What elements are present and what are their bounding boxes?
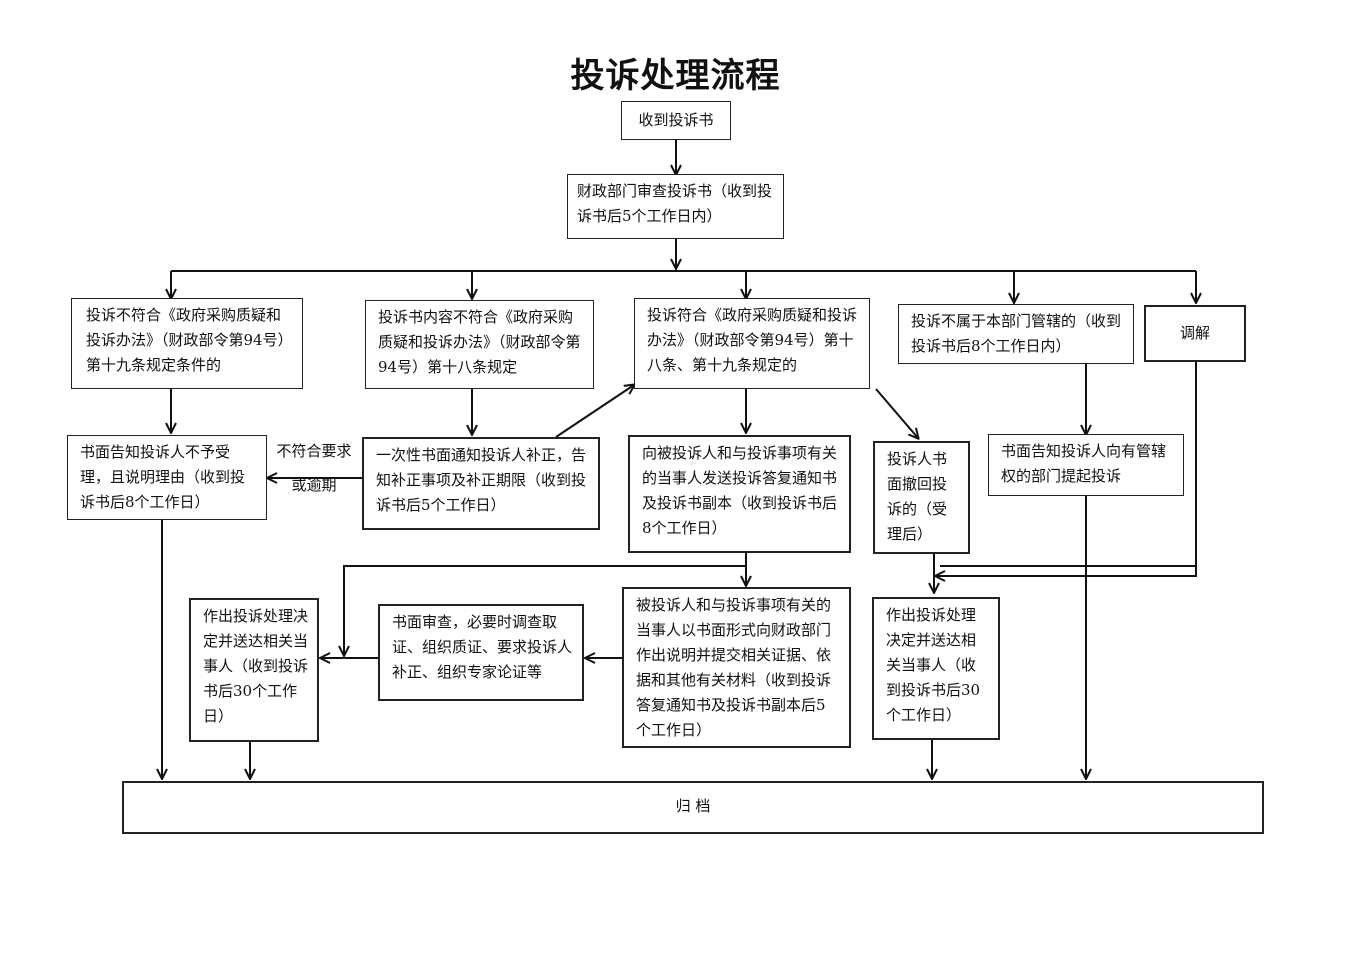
node-decision-left: 作出投诉处理决定并送达相关当事人（收到投诉书后30个工作日） (189, 598, 319, 742)
node-decision-right: 作出投诉处理决定并送达相关当事人（收到投诉书后30个工作日） (872, 597, 1000, 740)
node-correction-notice: 一次性书面通知投诉人补正，告知补正事项及补正期限（收到投诉书后5个工作日） (362, 437, 600, 530)
node-compliant: 投诉符合《政府采购质疑和投诉办法》（财政部令第94号）第十八条、第十九条规定的 (634, 298, 870, 389)
edge-label-not-meeting: 不符合要求或逾期 (276, 442, 352, 494)
node-mediation: 调解 (1144, 305, 1246, 362)
node-send-reply-notice: 向被投诉人和与投诉事项有关的当事人发送投诉答复通知书及投诉书副本（收到投诉书后8… (628, 435, 851, 553)
edge-collector-left (344, 565, 746, 655)
node-reject-notice: 书面告知投诉人不予受理，且说明理由（收到投诉书后8个工作日） (67, 435, 267, 520)
node-withdraw: 投诉人书面撤回投诉的（受理后） (873, 441, 970, 554)
node-written-review: 书面审查，必要时调查取证、组织质证、要求投诉人补正、组织专家论证等 (378, 604, 584, 701)
edge-correction-compliant (555, 385, 634, 438)
page-title: 投诉处理流程 (570, 56, 781, 96)
node-respondent-reply: 被投诉人和与投诉事项有关的当事人以书面形式向财政部门作出说明并提交相关证据、依据… (622, 587, 851, 748)
node-content-noncompliant-18: 投诉书内容不符合《政府采购质疑和投诉办法》（财政部令第94号）第十八条规定 (365, 300, 594, 389)
node-refer-notice: 书面告知投诉人向有管辖权的部门提起投诉 (988, 434, 1184, 496)
edge-compliant-withdraw (875, 388, 918, 438)
node-not-jurisdiction: 投诉不属于本部门管辖的（收到投诉书后8个工作日内） (898, 304, 1134, 364)
node-receive: 收到投诉书 (621, 101, 731, 140)
edge-mediation-decision-right (936, 362, 1197, 576)
node-noncompliant-19: 投诉不符合《政府采购质疑和投诉办法》（财政部令第94号）第十九条规定条件的 (71, 298, 303, 389)
node-archive: 归 档 (122, 781, 1264, 834)
node-review: 财政部门审查投诉书（收到投诉书后5个工作日内） (567, 174, 784, 239)
